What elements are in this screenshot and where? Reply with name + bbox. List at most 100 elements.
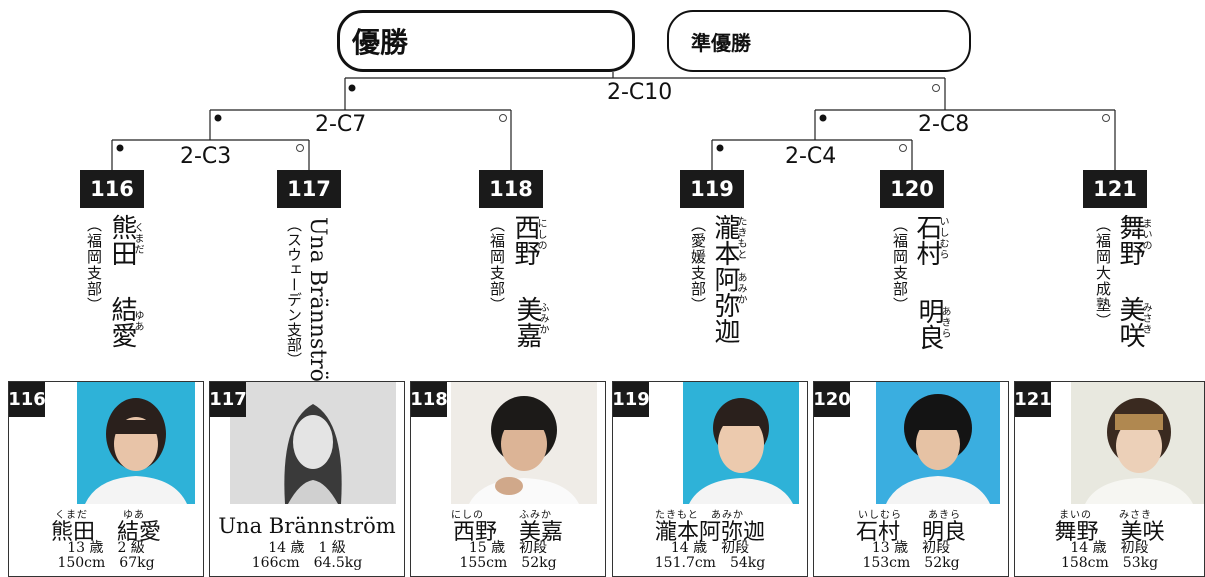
winner-marker	[214, 114, 222, 122]
card-number-box: 117	[210, 382, 247, 417]
card-name: 西野 美嘉	[452, 520, 563, 545]
entrant-number-box: 121	[1083, 170, 1147, 208]
entrant-surname: 西野	[510, 214, 540, 266]
entrant-number-box: 117	[277, 170, 341, 208]
card-rank: 初段	[922, 540, 951, 556]
card-name: 石村 明良	[855, 520, 966, 545]
match-label-qf-right: 2-C4	[785, 144, 837, 169]
given-ruby: みさき	[1140, 302, 1151, 335]
winner-box: 優勝	[337, 10, 635, 72]
card-name: 舞野 美咲	[1054, 520, 1165, 545]
entrant-photo	[683, 382, 799, 504]
card-age: 14 歳	[670, 540, 708, 556]
surname-ruby: くまだ	[132, 222, 143, 255]
card-height-weight: 158cm 53kg	[1015, 556, 1204, 570]
card-rank: 1 級	[318, 540, 346, 556]
loser-marker	[1102, 114, 1110, 122]
entrant-number-box: 120	[880, 170, 944, 208]
card-given-ruby: あみか	[711, 510, 744, 521]
match-label-semi-right: 2-C8	[918, 112, 970, 137]
card-number-box: 119	[613, 382, 650, 417]
entrant-surname: Una Brännström	[305, 217, 330, 403]
card-surname-ruby: まいの	[1059, 510, 1092, 521]
surname-ruby: まいの	[1140, 218, 1151, 251]
card-surname-ruby: いしむら	[858, 510, 902, 521]
entrant-given-name: 明良	[914, 298, 944, 350]
entrant-photo	[230, 382, 396, 504]
card-given-ruby: みさき	[1119, 510, 1152, 521]
card-age-rank: 14 歳 初段	[613, 541, 807, 555]
given-ruby: あきら	[939, 306, 950, 339]
profile-card: 119 たきもと あみか 瀧本阿弥迦 14 歳 初段 151.7cm 54kg	[612, 381, 808, 577]
profile-card: 121 まいの みさき 舞野 美咲 14 歳 初段 158cm 53kg	[1014, 381, 1205, 577]
card-given-ruby: あきら	[928, 510, 961, 521]
entrant-photo	[876, 382, 1000, 504]
card-age: 14 歳	[268, 540, 305, 556]
entrant-surname: 石村	[912, 214, 942, 266]
card-given-ruby: ゆあ	[123, 510, 145, 521]
card-height-weight: 153cm 52kg	[814, 556, 1008, 570]
card-rank: 2 級	[117, 540, 145, 556]
card-height: 153cm	[862, 555, 911, 571]
card-weight: 52kg	[924, 555, 960, 571]
entrant-number-box: 116	[80, 170, 144, 208]
card-height-weight: 151.7cm 54kg	[613, 556, 807, 570]
entrant-surname: 瀧本	[710, 214, 740, 266]
card-surname-ruby: たきもと	[655, 510, 699, 521]
entrant-photo	[1071, 382, 1204, 504]
given-ruby: ゆあ	[132, 310, 143, 332]
card-weight: 64.5kg	[313, 555, 363, 571]
surname-ruby: たきもと	[735, 216, 746, 260]
card-age-rank: 14 歳 1 級	[210, 541, 404, 555]
card-height-weight: 166cm 64.5kg	[210, 556, 404, 570]
entrant-photo	[77, 382, 195, 504]
winner-marker	[819, 114, 827, 122]
winner-marker	[348, 84, 356, 92]
card-age: 15 歳	[468, 540, 506, 556]
match-label-final: 2-C10	[607, 80, 673, 105]
entrant-affiliation: （福岡大成塾）	[1094, 217, 1112, 329]
card-height: 155cm	[459, 555, 508, 571]
surname-ruby: いしむら	[937, 216, 948, 260]
card-number-box: 118	[411, 382, 448, 417]
card-name: Una Brännström	[218, 514, 396, 538]
runner-up-label: 準優勝	[691, 30, 751, 55]
card-rank: 初段	[1120, 540, 1149, 556]
card-number-box: 120	[814, 382, 851, 417]
card-height: 166cm	[251, 555, 300, 571]
entrant-given-name: 美嘉	[512, 296, 542, 348]
entrant-affiliation: （スウェーデン支部）	[285, 217, 303, 367]
entrant-given-name: 美咲	[1115, 296, 1145, 348]
card-age: 13 歳	[67, 540, 104, 556]
entrant-affiliation: （福岡支部）	[85, 217, 103, 313]
loser-marker	[499, 114, 507, 122]
card-rank: 初段	[721, 540, 750, 556]
card-age-rank: 15 歳 初段	[411, 541, 605, 555]
card-height: 150cm	[57, 555, 106, 571]
card-weight: 67kg	[119, 555, 155, 571]
card-height: 158cm	[1060, 555, 1109, 571]
surname-ruby: にしの	[535, 218, 546, 251]
card-number-box: 121	[1015, 382, 1052, 417]
entrant-number-box: 118	[479, 170, 543, 208]
entrant-number-box: 119	[680, 170, 744, 208]
card-age-rank: 14 歳 初段	[1015, 541, 1204, 555]
loser-marker	[296, 144, 304, 152]
entrant-photo	[451, 382, 597, 504]
card-weight: 54kg	[729, 555, 766, 571]
given-ruby: ふみか	[537, 302, 548, 335]
entrant-given-name: 結愛	[107, 296, 137, 348]
card-weight: 53kg	[1122, 555, 1159, 571]
card-name: 熊田 結愛	[50, 520, 161, 545]
card-age: 14 歳	[1070, 540, 1107, 556]
winner-marker	[116, 144, 124, 152]
winner-marker	[716, 144, 724, 152]
profile-card: 117 Una Brännström 14 歳 1 級 166cm 64.5kg	[209, 381, 405, 577]
card-number-box: 116	[9, 382, 46, 417]
card-height: 151.7cm	[654, 555, 716, 571]
entrant-surname: 舞野	[1115, 214, 1145, 266]
match-label-semi-left: 2-C7	[315, 112, 367, 137]
card-age: 13 歳	[871, 540, 909, 556]
profile-card: 116 くまだ ゆあ 熊田 結愛 13 歳 2 級 150cm 67kg	[8, 381, 204, 577]
